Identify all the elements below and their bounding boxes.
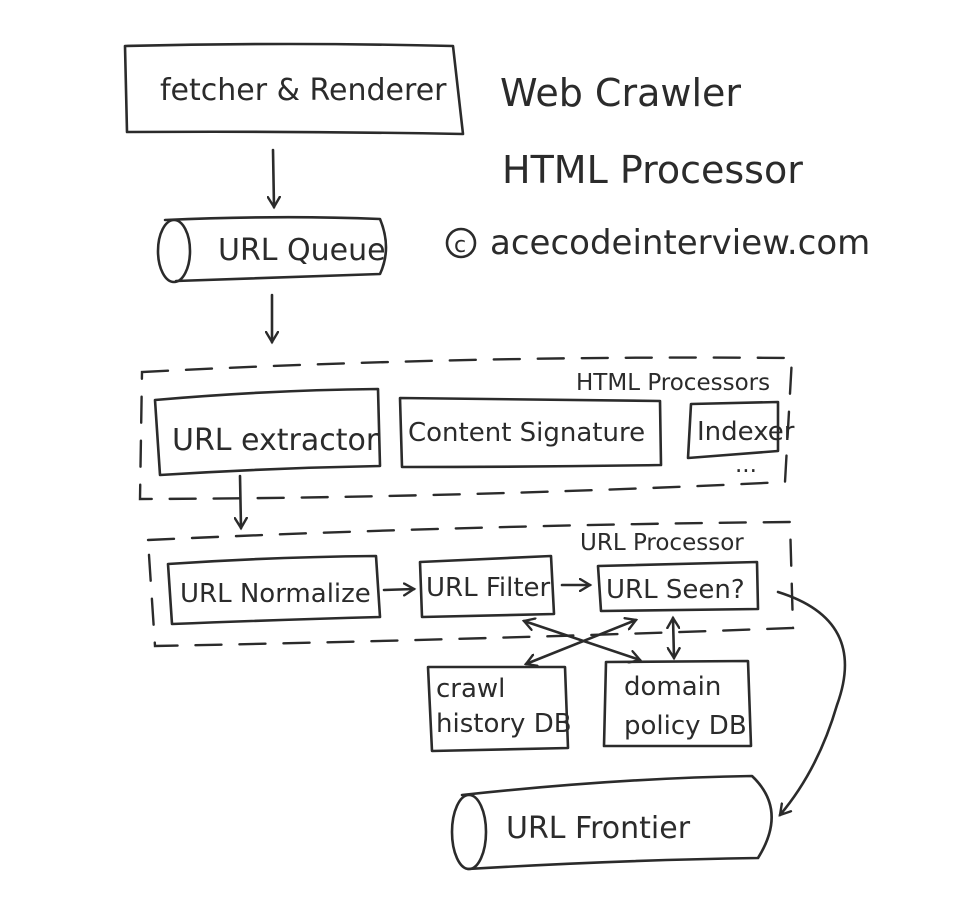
indexer-label: Indexer — [697, 417, 795, 447]
html-processors-label: HTML Processors — [576, 370, 770, 396]
url-seen-label: URL Seen? — [606, 575, 745, 605]
queue-cylinder-end — [156, 218, 192, 284]
url-processor-label: URL Processor — [580, 530, 744, 556]
arrow-normalize-to-filter — [382, 589, 414, 590]
crawl-history-label-line1: crawl — [436, 674, 505, 704]
fetcher-label: fetcher & Renderer — [160, 73, 447, 108]
diagram-subtitle: HTML Processor — [502, 148, 803, 192]
url-extractor-label: URL extractor — [172, 423, 379, 458]
copyright-icon — [445, 227, 477, 259]
more-processors-ellipsis: ... — [735, 452, 757, 478]
copyright-text: acecodeinterview.com — [490, 223, 870, 263]
node-url-filter: URL Filter — [418, 554, 556, 619]
node-url-frontier: URL Frontier — [450, 774, 773, 871]
copyright-c: c — [454, 233, 466, 258]
url-queue-label: URL Queue — [218, 233, 386, 268]
node-url-seen: URL Seen? — [596, 560, 760, 613]
domain-policy-label-line2: policy DB — [624, 711, 747, 741]
node-fetcher-renderer: fetcher & Renderer — [123, 42, 465, 136]
node-url-normalize: URL Normalize — [166, 554, 382, 626]
node-crawl-history-db: crawl history DB — [426, 665, 572, 753]
url-frontier-label: URL Frontier — [506, 811, 691, 846]
group-url-processor: URL Processor — [146, 520, 795, 648]
crawl-history-label-line2: history DB — [436, 709, 572, 739]
arrow-seen-crawl-history — [526, 620, 636, 664]
copyright-notice: c acecodeinterview.com — [445, 223, 870, 263]
node-content-signature: Content Signature — [398, 396, 663, 469]
arrow-fetcher-to-queue — [273, 148, 274, 207]
arrow-seen-to-frontier — [776, 590, 847, 815]
arrow-extractor-to-url-processor — [240, 474, 241, 528]
url-filter-label: URL Filter — [426, 573, 551, 603]
node-url-extractor: URL extractor — [153, 387, 382, 477]
url-normalize-label: URL Normalize — [180, 579, 371, 609]
domain-policy-label-line1: domain — [624, 672, 721, 702]
group-html-processors: HTML Processors — [138, 356, 794, 501]
node-domain-policy-db: domain policy DB — [602, 659, 753, 748]
node-indexer: Indexer — [686, 400, 795, 460]
node-url-queue: URL Queue — [156, 215, 388, 284]
content-signature-label: Content Signature — [408, 418, 645, 448]
diagram-title: Web Crawler — [500, 71, 741, 115]
arrow-seen-domain-policy — [673, 618, 674, 658]
frontier-cylinder-end — [450, 793, 488, 871]
